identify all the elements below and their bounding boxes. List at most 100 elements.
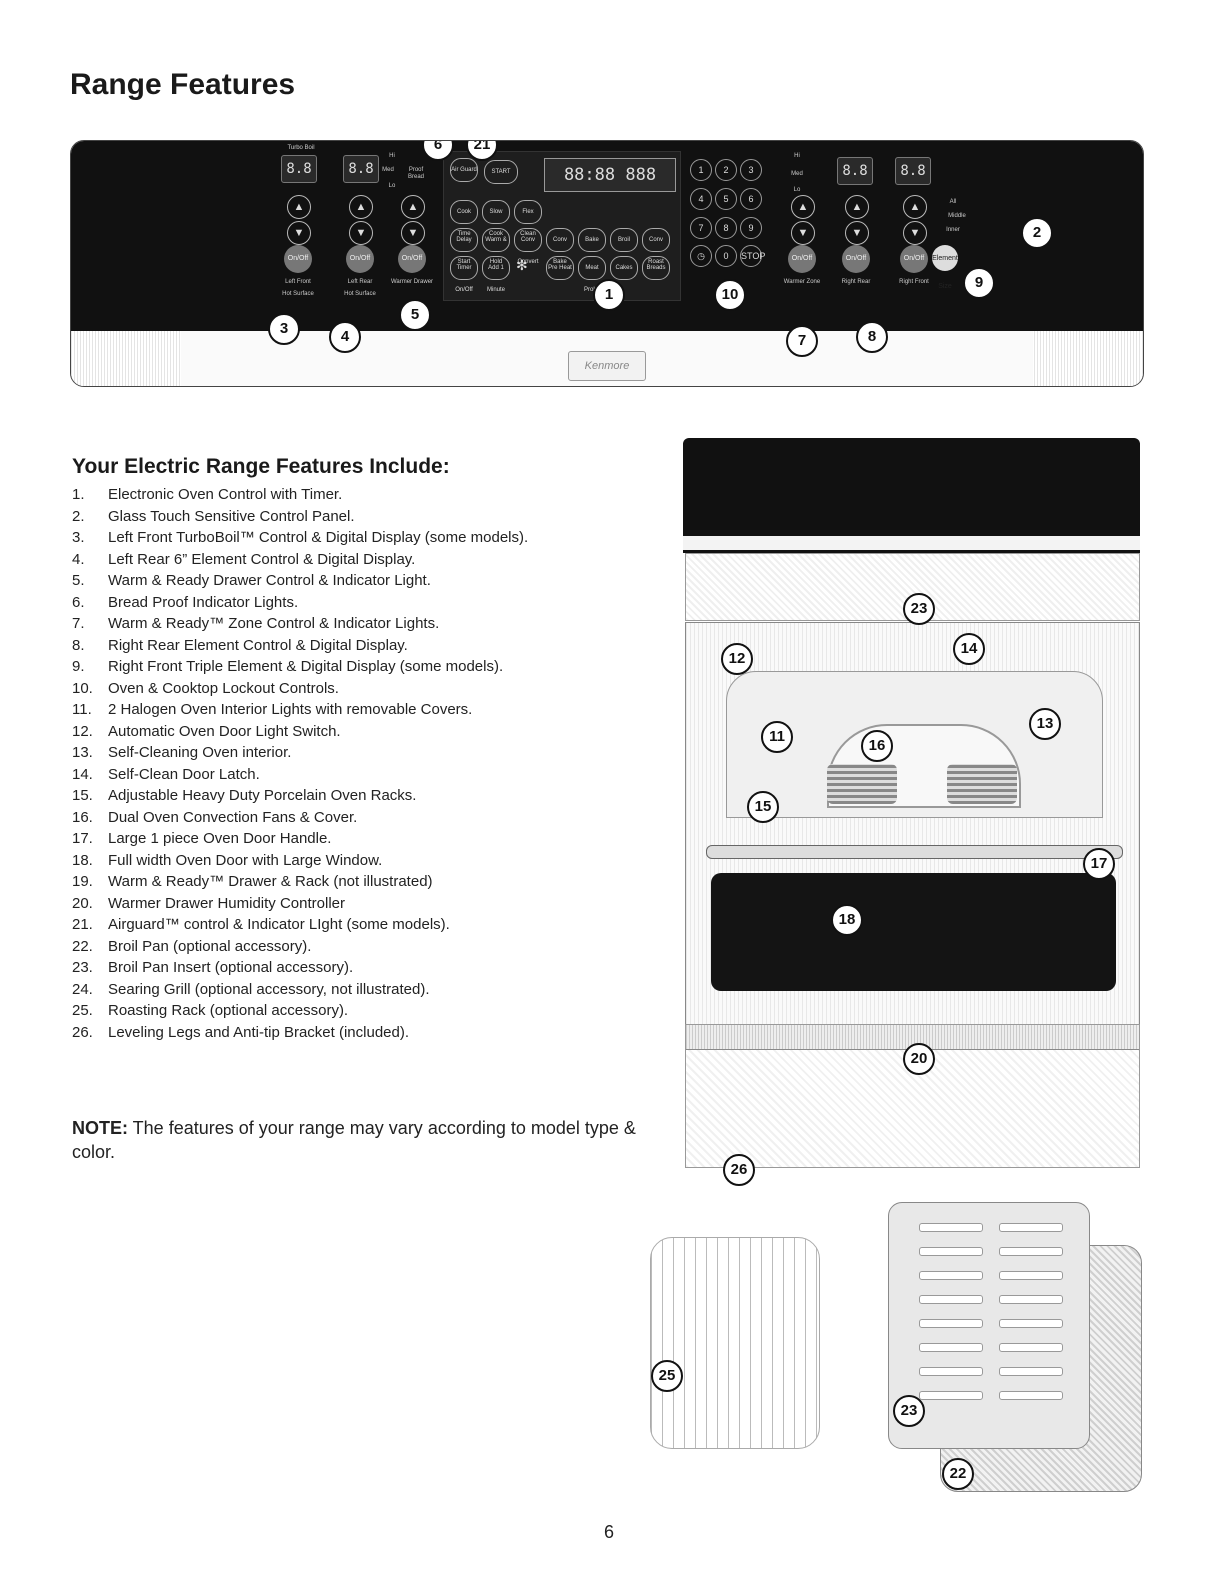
number-key-5[interactable]: 5 — [715, 188, 737, 210]
warmer-zone-onoff-button[interactable]: On/Off — [788, 245, 816, 273]
warmer-drawer-down-button[interactable]: ▼ — [401, 221, 425, 245]
page-number: 6 — [604, 1522, 615, 1542]
right-rear-up-button[interactable]: ▲ — [845, 195, 869, 219]
number-key-3[interactable]: 3 — [740, 159, 762, 181]
range-backsplash — [683, 536, 1140, 553]
warmer-zone-label: Warmer Zone — [783, 279, 821, 285]
left-front-onoff-button[interactable]: On/Off — [284, 245, 312, 273]
callout-5: 5 — [399, 299, 431, 331]
warmer-zone-level-hi: Hi — [794, 153, 800, 159]
cook-time-button[interactable]: Cook Time — [450, 200, 478, 237]
slow-cook-button[interactable]: Slow Cook — [482, 200, 510, 237]
broil-button[interactable]: Broil — [610, 228, 638, 252]
hot-surface-label: Hot Surface — [282, 291, 314, 297]
breads-button[interactable]: Breads — [642, 256, 670, 280]
number-key-0[interactable]: 0 — [715, 245, 737, 267]
element-size-middle: Middle — [948, 213, 966, 219]
brand-logo: Kenmore ELITE — [568, 351, 646, 381]
left-front-up-button[interactable]: ▲ — [287, 195, 311, 219]
callout-3: 3 — [268, 313, 300, 345]
callout-17: 17 — [1083, 848, 1115, 880]
number-key-4[interactable]: 4 — [690, 188, 712, 210]
list-item: 21.Airguard™ control & Indicator LIght (… — [72, 916, 450, 933]
list-item: 11.2 Halogen Oven Interior Lights with r… — [72, 701, 473, 718]
delay-start-button[interactable]: Delay Start — [450, 228, 478, 265]
callout-10: 10 — [714, 279, 746, 311]
left-front-label: Left Front — [285, 279, 311, 285]
left-front-down-button[interactable]: ▼ — [287, 221, 311, 245]
convection-fan — [947, 764, 1017, 804]
list-item: 10.Oven & Cooktop Lockout Controls. — [72, 679, 339, 697]
roasting-rack: 25 — [650, 1237, 820, 1449]
list-item: 25.Roasting Rack (optional accessory). — [72, 1002, 349, 1019]
callout-11: 11 — [761, 721, 793, 753]
range-illustration: 23 12 14 11 13 16 15 17 18 20 26 — [683, 438, 1140, 1186]
right-front-up-button[interactable]: ▲ — [903, 195, 927, 219]
callout-1: 1 — [593, 279, 625, 311]
left-rear-down-button[interactable]: ▼ — [349, 221, 373, 245]
warmer-zone-down-button[interactable]: ▼ — [791, 221, 815, 245]
right-front-label: Right Front — [899, 279, 929, 285]
callout-15: 15 — [747, 791, 779, 823]
warmer-zone-level-lo: Lo — [793, 187, 801, 193]
oven-body — [685, 622, 1140, 1064]
number-key-8[interactable]: 8 — [715, 217, 737, 239]
element-size-button[interactable]: Element Size — [932, 245, 958, 290]
timer-button[interactable]: Timer On/Off — [450, 256, 478, 293]
right-front-display: 8.8 — [895, 157, 931, 185]
left-rear-onoff-button[interactable]: On/Off — [346, 245, 374, 273]
number-key-9[interactable]: 9 — [740, 217, 762, 239]
conv-bake-button[interactable]: Conv Bake — [546, 228, 574, 265]
stop-button[interactable]: STOP — [740, 245, 765, 267]
number-key-6[interactable]: 6 — [740, 188, 762, 210]
left-rear-label: Left Rear — [347, 279, 373, 285]
callout-25: 25 — [651, 1360, 683, 1392]
feature-list: 1.Electronic Oven Control with Timer. 2.… — [72, 484, 652, 1043]
features-heading: Your Electric Range Features Include: — [72, 455, 450, 478]
right-rear-label: Right Rear — [841, 279, 871, 285]
list-item: 26.Leveling Legs and Anti-tip Bracket (i… — [72, 1023, 410, 1041]
left-front-display: 8.8 — [281, 155, 317, 183]
note-text: The features of your range may vary acco… — [72, 1118, 636, 1162]
warmer-level-hi: Hi — [389, 153, 395, 159]
conv-convert-button[interactable]: Conv Convert — [514, 228, 542, 265]
right-rear-down-button[interactable]: ▼ — [845, 221, 869, 245]
list-item: 1.Electronic Oven Control with Timer. — [72, 486, 343, 503]
control-panel-illustration: Turbo Boil 8.8 8.8 Hi Med Lo Proof Bread… — [70, 140, 1144, 387]
broil-pan-insert: 23 — [888, 1202, 1090, 1449]
cakes-button[interactable]: Cakes — [610, 256, 638, 280]
airguard-button[interactable]: Air Guard — [450, 158, 478, 182]
range-control-panel — [683, 438, 1140, 536]
meat-probe-button[interactable]: Meat Probe — [578, 256, 606, 293]
oven-light-icon[interactable]: ✻ — [516, 257, 528, 273]
lockout-button[interactable]: ◷ — [690, 245, 712, 267]
number-key-7[interactable]: 7 — [690, 217, 712, 239]
right-front-onoff-button[interactable]: On/Off — [900, 245, 928, 273]
list-item: 23.Broil Pan Insert (optional accessory)… — [72, 959, 354, 976]
list-item: 24.Searing Grill (optional accessory, no… — [72, 980, 430, 998]
warmer-drawer-onoff-button[interactable]: On/Off — [398, 245, 426, 273]
left-rear-up-button[interactable]: ▲ — [349, 195, 373, 219]
conv-roast-button[interactable]: Conv Roast — [642, 228, 670, 265]
list-item: 7.Warm & Ready™ Zone Control & Indicator… — [72, 615, 440, 632]
number-key-2[interactable]: 2 — [715, 159, 737, 181]
right-front-down-button[interactable]: ▼ — [903, 221, 927, 245]
warm-hold-button[interactable]: Warm & Hold — [482, 228, 510, 265]
hot-surface-label: Hot Surface — [344, 291, 376, 297]
warmer-zone-up-button[interactable]: ▲ — [791, 195, 815, 219]
callout-22: 22 — [942, 1458, 974, 1490]
list-item: 18.Full width Oven Door with Large Windo… — [72, 851, 383, 869]
start-button[interactable]: START — [484, 160, 518, 184]
list-item: 13.Self-Cleaning Oven interior. — [72, 744, 292, 761]
flex-clean-button[interactable]: Flex Clean — [514, 200, 542, 237]
callout-9: 9 — [963, 267, 995, 299]
number-key-1[interactable]: 1 — [690, 159, 712, 181]
preheat-button[interactable]: Pre Heat — [546, 256, 574, 280]
bake-button[interactable]: Bake — [578, 228, 606, 252]
warmer-drawer-up-button[interactable]: ▲ — [401, 195, 425, 219]
right-rear-onoff-button[interactable]: On/Off — [842, 245, 870, 273]
warmer-drawer-label: Warmer Drawer — [390, 279, 434, 285]
right-rear-display: 8.8 — [837, 157, 873, 185]
add-minute-button[interactable]: Add 1 Minute — [482, 256, 510, 293]
list-item: 20.Warmer Drawer Humidity Controller — [72, 894, 345, 912]
